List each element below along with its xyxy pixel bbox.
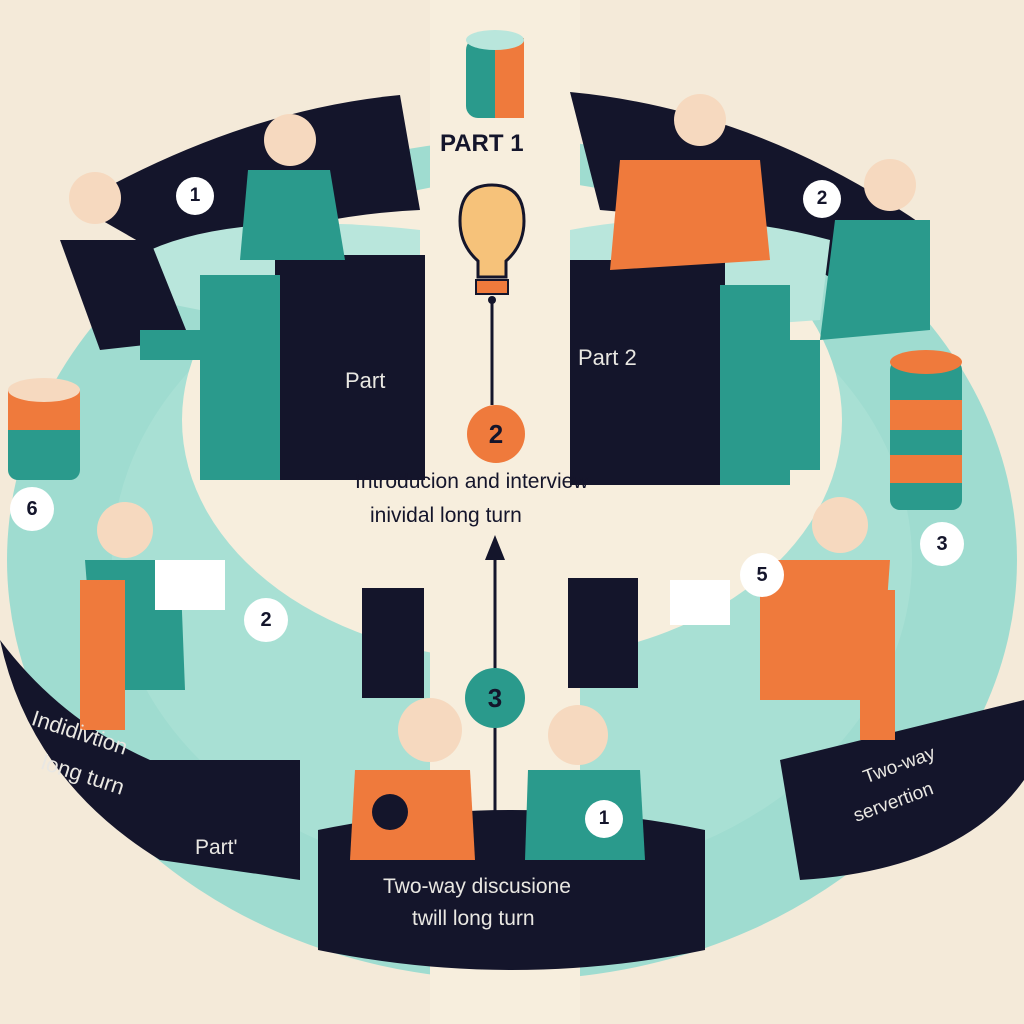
panel-bottom-left-sub: Part'	[195, 836, 238, 859]
figure-reader-right	[670, 497, 895, 740]
door-right	[568, 578, 638, 688]
badge-top-right: 2	[803, 180, 841, 218]
panel-top-right-label: Part 2	[578, 345, 637, 370]
up-arrow-head	[485, 535, 505, 560]
desk-top-left-side	[200, 275, 280, 480]
figure-examiner-top-right	[610, 94, 770, 270]
badge-lower-right: 5	[740, 553, 784, 597]
figure-candidate-top-right	[760, 159, 930, 470]
panel-bottom-left	[0, 640, 300, 880]
panel-bottom-center-line2: twill long turn	[412, 907, 535, 930]
cylinder-icon	[466, 30, 524, 118]
panel-bottom-center-line1: Two-way discusione	[383, 875, 571, 898]
part-heading: PART 1	[440, 130, 524, 157]
badge-right: 3	[920, 522, 964, 566]
desk-top-right-front	[570, 260, 725, 485]
stack-left-icon	[8, 378, 80, 480]
center-step-number: 2	[467, 405, 525, 463]
figure-reader-left	[80, 502, 225, 730]
door-left	[362, 588, 424, 698]
bottom-step-number: 3	[465, 668, 525, 728]
figure-interviewer-top-left	[60, 172, 230, 360]
center-caption-line1: Introducion and interview	[355, 470, 589, 493]
badge-left: 6	[10, 487, 54, 531]
badge-shirt: 1	[585, 800, 623, 838]
badge-top-left: 1	[176, 177, 214, 215]
center-caption-line2: inividal long turn	[370, 504, 522, 527]
stack-right-icon	[890, 350, 962, 510]
panel-bottom-right	[780, 700, 1024, 880]
badge-lower-left: 2	[244, 598, 288, 642]
desk-top-left-front	[275, 255, 425, 480]
lightbulb-icon	[458, 183, 526, 304]
figure-candidate-top-left	[240, 114, 345, 260]
panel-top-left-label: Part	[345, 368, 386, 393]
